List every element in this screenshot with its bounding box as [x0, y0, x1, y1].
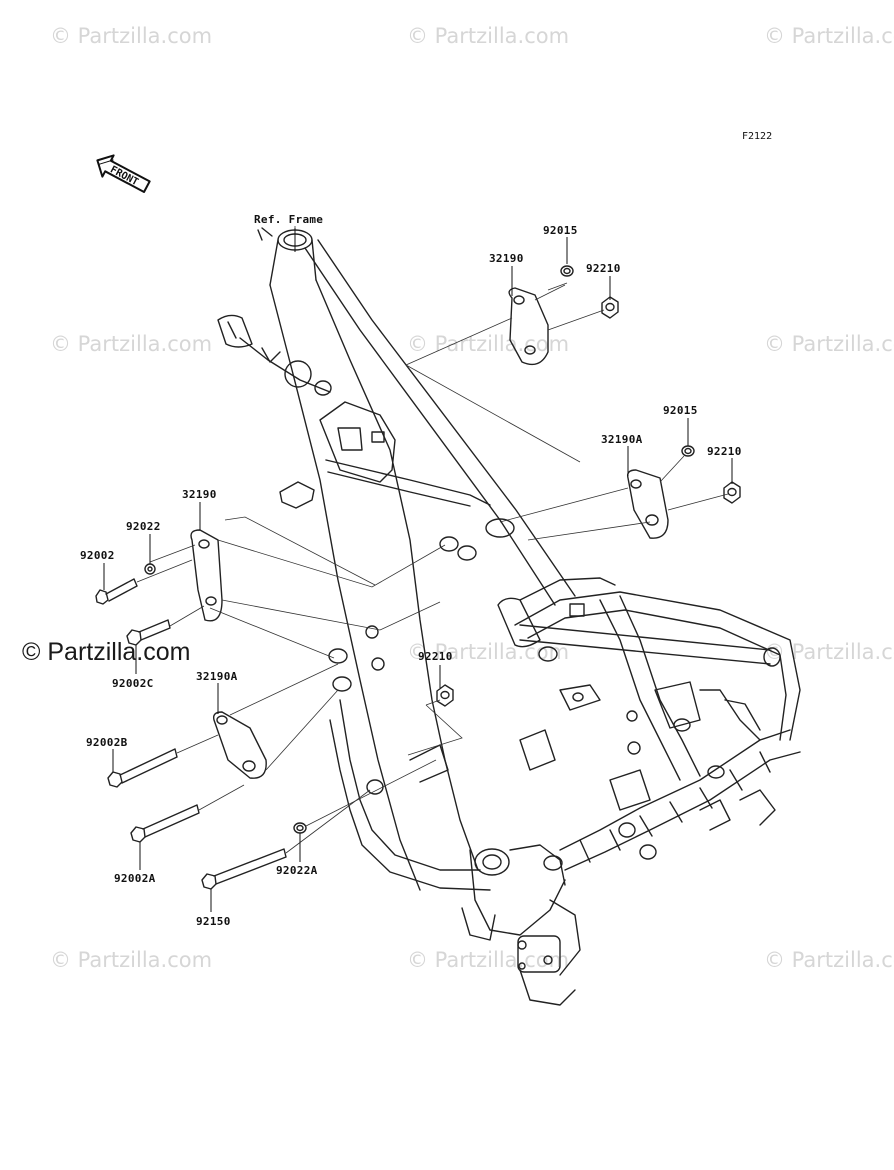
- bolt-92150: [201, 848, 287, 890]
- watermark-mid-center: © Partzilla.com: [407, 332, 570, 356]
- part-label-92002c[interactable]: 92002C: [112, 677, 154, 690]
- upper-gusset: [319, 401, 491, 507]
- rear-loop: [497, 577, 801, 741]
- down-tube: [239, 279, 479, 891]
- watermark-mid-right: © Partzilla.com: [764, 332, 894, 356]
- part-label-92002b[interactable]: 92002B: [86, 736, 128, 749]
- part-label-92002a[interactable]: 92002A: [114, 872, 156, 885]
- lower-cradle: [329, 699, 491, 891]
- front-arrow-icon: FRONT: [88, 144, 158, 204]
- part-label-92150[interactable]: 92150: [196, 915, 231, 928]
- part-label-92022[interactable]: 92022: [126, 520, 161, 533]
- part-label-92210-right[interactable]: 92210: [707, 445, 742, 458]
- clip: [279, 481, 315, 509]
- part-label-32190a-upper[interactable]: 32190A: [601, 433, 643, 446]
- part-label-32190-left[interactable]: 32190: [182, 488, 217, 501]
- part-label-92210-center[interactable]: 92210: [418, 650, 453, 663]
- watermark-top-left: © Partzilla.com: [50, 24, 213, 48]
- down-tube-mounts: [328, 536, 477, 692]
- diagram-code: F2122: [742, 131, 773, 142]
- washer-92022: [144, 563, 156, 575]
- bracket-32190-left: [190, 529, 223, 622]
- cross-tubes: [519, 595, 781, 781]
- bolt-92002a: [130, 804, 200, 843]
- bolt-92002b: [107, 748, 178, 788]
- part-label-92002[interactable]: 92002: [80, 549, 115, 562]
- part-label-92210-upper[interactable]: 92210: [586, 262, 621, 275]
- watermark-top-right: © Partzilla.com: [764, 24, 894, 48]
- watermark-top-center: © Partzilla.com: [407, 24, 570, 48]
- part-label-92015-right[interactable]: 92015: [663, 404, 698, 417]
- part-label-92022a[interactable]: 92022A: [276, 864, 318, 877]
- watermark-main: © Partzilla.com: [22, 638, 191, 666]
- bracket-32190-upper: [508, 287, 549, 366]
- ref-frame-label: Ref. Frame: [254, 213, 324, 226]
- part-label-92015-upper[interactable]: 92015: [543, 224, 578, 237]
- bolt-92002: [95, 578, 138, 605]
- washer-92015-upper: [560, 265, 574, 277]
- nut-92210-right: [723, 481, 741, 504]
- rear-lower-frame: [519, 681, 801, 871]
- watermark-bottom-right: © Partzilla.com: [764, 948, 894, 972]
- swingarm-pivot: [461, 844, 581, 1006]
- part-label-32190a-lower[interactable]: 32190A: [196, 670, 238, 683]
- nut-92210-upper: [601, 296, 619, 319]
- washer-92015-right: [681, 445, 695, 457]
- bolt-92002c: [126, 619, 171, 646]
- watermark-center-right: © Partzilla.com: [764, 640, 894, 664]
- watermark-mid-left: © Partzilla.com: [50, 332, 213, 356]
- washer-92022a: [293, 822, 307, 834]
- top-tube: [304, 239, 576, 606]
- bracket-32190a-lower: [212, 711, 267, 779]
- head-tube: [217, 227, 317, 348]
- watermark-bottom-left: © Partzilla.com: [50, 948, 213, 972]
- part-label-32190-upper[interactable]: 32190: [489, 252, 524, 265]
- nut-92210-center: [436, 684, 454, 707]
- watermark-bottom-center: © Partzilla.com: [407, 948, 570, 972]
